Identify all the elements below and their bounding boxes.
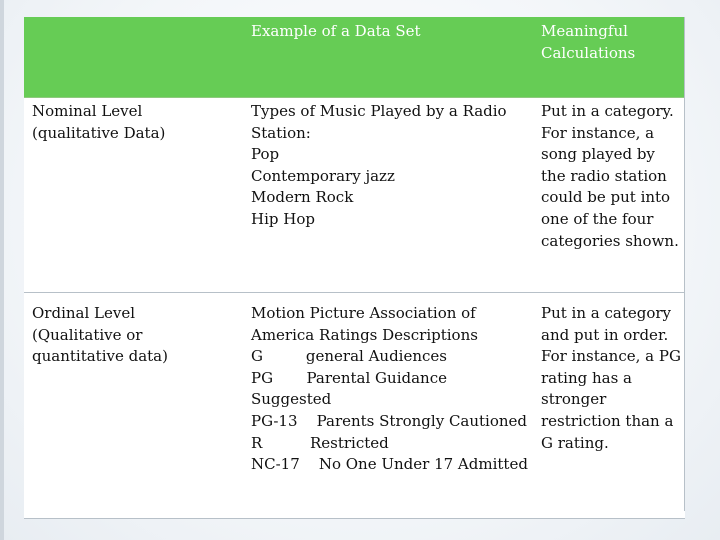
header-cell-example: Example of a Data Set bbox=[243, 17, 533, 98]
table-row: Ordinal Level (Qualitative or quantitati… bbox=[24, 292, 685, 519]
levels-of-measurement-table: Example of a Data Set Meaningful Calcula… bbox=[24, 17, 685, 519]
header-cell-empty bbox=[24, 17, 243, 98]
table-header-row: Example of a Data Set Meaningful Calcula… bbox=[24, 17, 685, 98]
table-row: Nominal Level (qualitative Data) Types o… bbox=[24, 97, 685, 293]
level-cell: Ordinal Level (Qualitative or quantitati… bbox=[24, 292, 243, 519]
example-cell: Motion Picture Association of America Ra… bbox=[243, 292, 533, 519]
level-cell: Nominal Level (qualitative Data) bbox=[24, 97, 243, 293]
calculation-cell: Put in a category. For instance, a song … bbox=[533, 97, 685, 293]
example-cell: Types of Music Played by a Radio Station… bbox=[243, 97, 533, 293]
header-cell-calculations: Meaningful Calculations bbox=[533, 17, 685, 98]
calculation-cell: Put in a category and put in order. For … bbox=[533, 292, 685, 519]
slide-left-border bbox=[0, 0, 4, 540]
